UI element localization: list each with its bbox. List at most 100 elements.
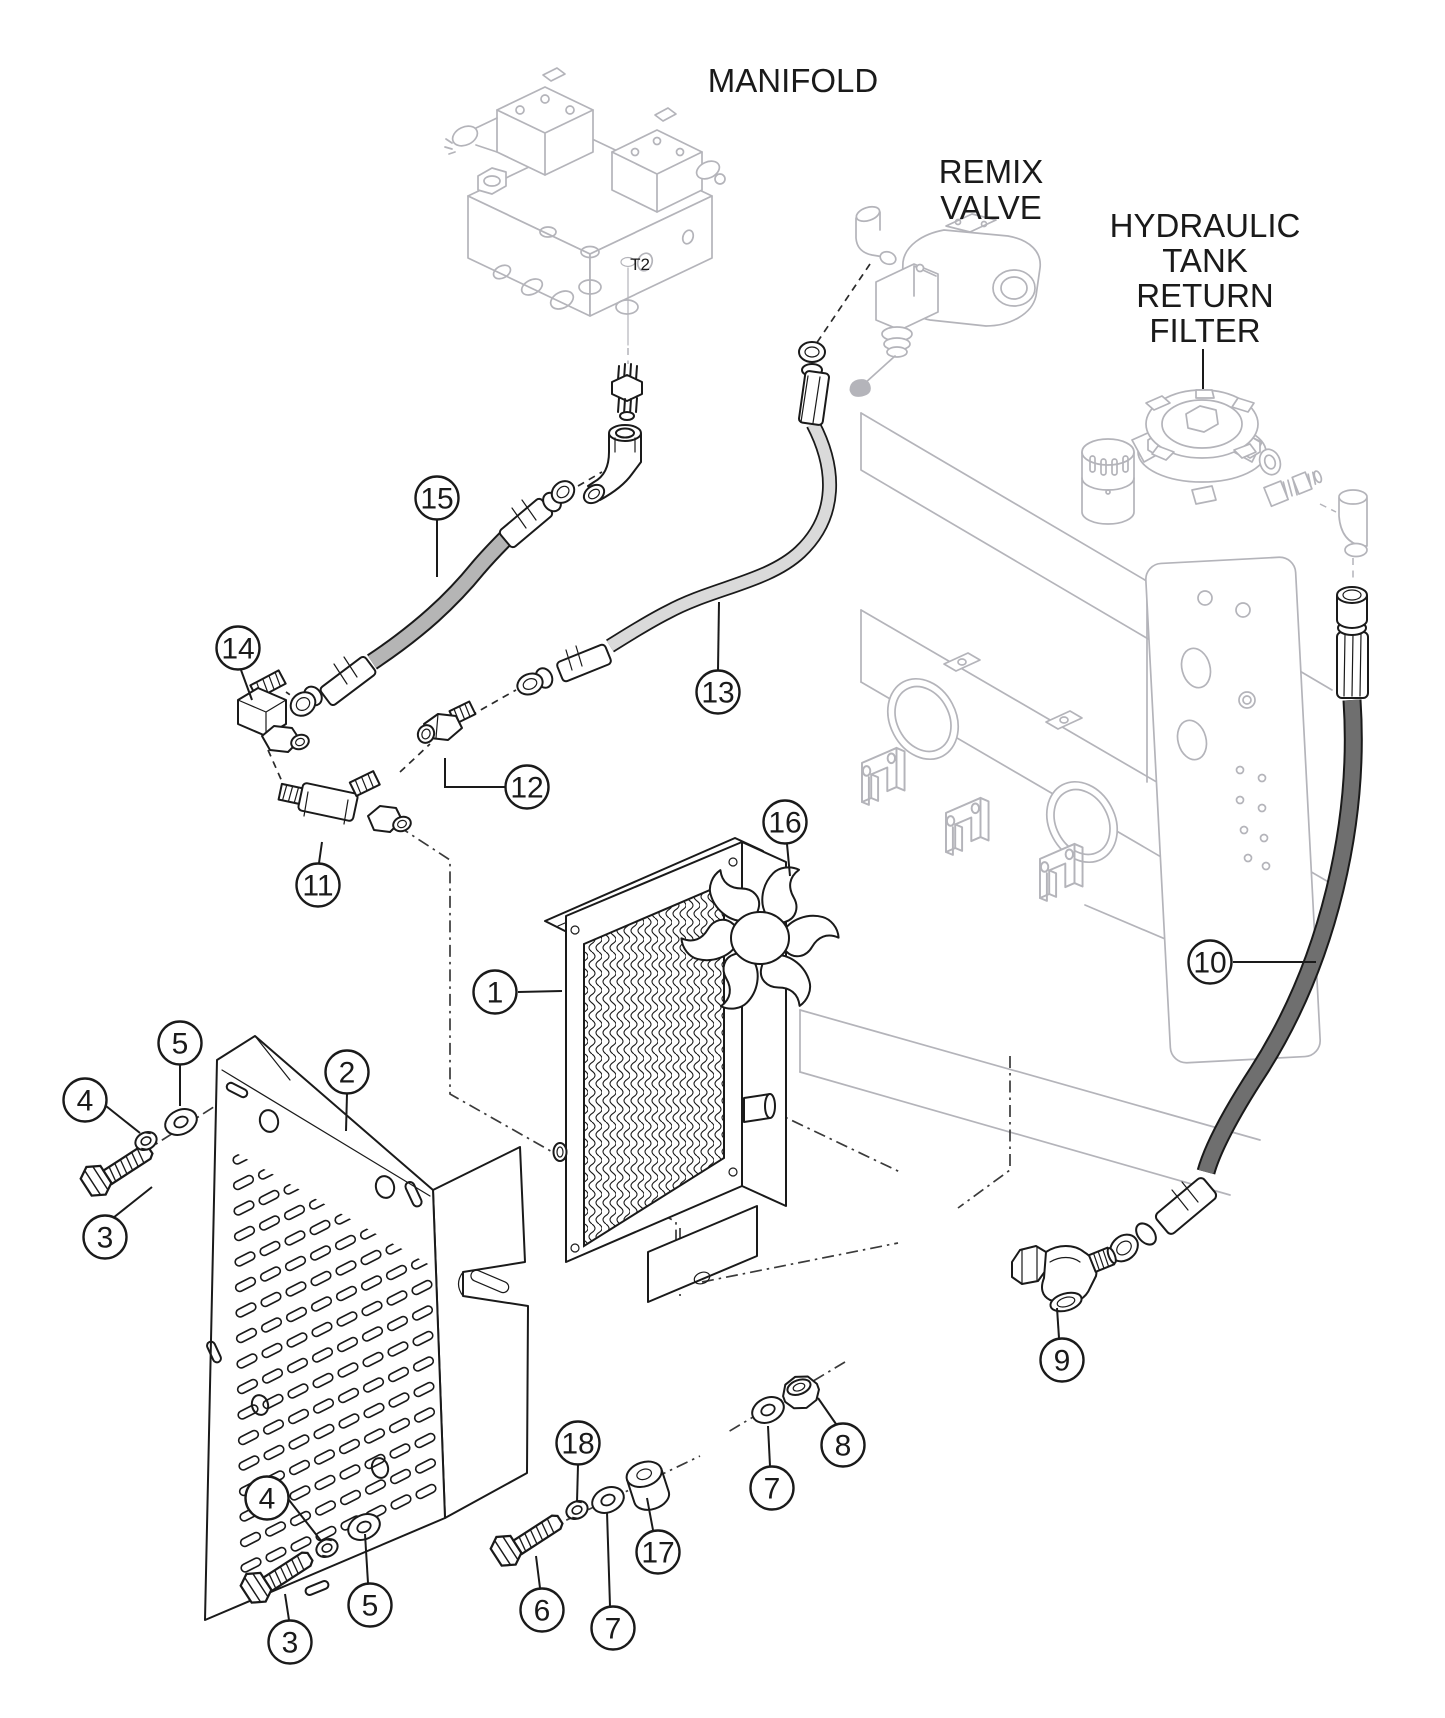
callout-number: 3 <box>97 1222 114 1255</box>
callout-10: 10 <box>1187 939 1316 985</box>
fasteners <box>75 1103 820 1610</box>
guard-vent-slot <box>413 1407 436 1423</box>
guard-vent-slot <box>314 1500 337 1516</box>
callout-circle <box>1039 1337 1085 1383</box>
callout-number: 5 <box>362 1590 379 1623</box>
guard-vent-slot <box>417 1585 439 1598</box>
manifold-elbow-fitting-drawing <box>582 424 642 505</box>
callout-circle <box>555 1420 601 1466</box>
callout-number: 16 <box>768 807 801 840</box>
washer-7-right <box>746 1391 790 1429</box>
callout-number: 2 <box>339 1057 356 1090</box>
guard-vent-slot <box>259 1266 282 1282</box>
callout-15: 15 <box>414 475 460 577</box>
guard-vent-slot <box>312 1398 335 1414</box>
callout-7: 7 <box>590 1511 636 1651</box>
guard-vent-slot <box>361 1326 384 1342</box>
nipple-fitting-drawing <box>611 363 643 421</box>
guard-vent-slot <box>311 1321 333 1338</box>
label-port-t2: T2 <box>630 255 650 274</box>
callout-circle <box>635 1529 681 1575</box>
guard-vent-slot <box>266 1597 288 1598</box>
guard-vent-slot <box>363 1428 386 1444</box>
guard-vent-slot <box>411 1305 434 1321</box>
guard-vent-slot <box>259 1240 281 1257</box>
guard-vent-slot <box>265 1546 287 1563</box>
guard-vent-slot <box>367 1632 389 1649</box>
guard-vent-slot <box>310 1296 333 1312</box>
guard-vent-slot <box>337 1362 359 1378</box>
callout-9: 9 <box>1039 1307 1085 1383</box>
hose-15-drawing <box>289 480 576 717</box>
guard-vent-slot <box>314 1474 336 1491</box>
machine-frame-reference-drawing <box>799 412 1333 1196</box>
elbow-fitting-9-drawing <box>1011 1245 1117 1313</box>
guard-vent-slot <box>418 1636 440 1653</box>
guard-vent-slot <box>416 1534 438 1551</box>
guard-vent-slot <box>417 1611 439 1628</box>
label-manifold: MANIFOLD <box>708 62 879 99</box>
callout-circle <box>695 669 741 715</box>
callout-number: 15 <box>420 483 453 516</box>
callout-leader-line <box>817 1397 837 1425</box>
callout-leader-line <box>1056 1307 1060 1339</box>
guard-vent-slot <box>388 1417 411 1434</box>
guard-vent-slot <box>283 1204 306 1221</box>
guard-vent-slot <box>288 1459 311 1476</box>
callout-leader-line <box>105 1105 141 1134</box>
callout-number: 13 <box>701 677 734 710</box>
callout-circle <box>590 1605 636 1651</box>
hose-13-drawing <box>516 341 838 696</box>
callout-circle <box>347 1582 393 1628</box>
guard-vent-slot <box>234 1276 257 1293</box>
callout-circle <box>820 1422 866 1468</box>
guard-vent-slot <box>316 1576 338 1593</box>
callout-circle <box>82 1214 128 1260</box>
frame-clamp-tab <box>943 652 1083 730</box>
callout-leader-line <box>112 1186 153 1219</box>
guard-vent-slot <box>362 1351 384 1368</box>
callout-circle <box>472 969 518 1015</box>
callout-18: 18 <box>555 1420 601 1503</box>
callout-circle <box>62 1077 108 1123</box>
callout-4: 4 <box>244 1475 323 1543</box>
callout-3: 3 <box>267 1593 313 1665</box>
guard-vent-slot <box>317 1627 339 1644</box>
callout-number: 1 <box>487 977 504 1010</box>
guard-vent-slot <box>363 1402 385 1419</box>
callout-leader-line <box>240 669 253 701</box>
callout-7: 7 <box>749 1425 795 1511</box>
callout-leader-line <box>646 1497 654 1531</box>
callout-11: 11 <box>295 841 341 908</box>
frame-side-panel <box>1144 556 1322 1064</box>
guard-vent-slot <box>339 1464 361 1480</box>
guard-vent-slot <box>389 1443 411 1459</box>
guard-vent-slot <box>387 1341 409 1357</box>
callout-leader-line <box>284 1593 290 1621</box>
callout-2: 2 <box>324 1049 370 1132</box>
callout-number: 8 <box>835 1430 852 1463</box>
callout-circle <box>504 764 550 810</box>
callout-number: 12 <box>510 772 543 805</box>
guard-vent-slot <box>285 1306 308 1323</box>
guard-vent-slot <box>391 1570 414 1587</box>
hydraulic-tank-return-filter-drawing <box>1081 389 1368 582</box>
callout-leader-line <box>786 843 791 877</box>
callout-number: 17 <box>641 1537 674 1570</box>
guard-vent-slot <box>285 1281 307 1297</box>
guard-vent-slot <box>390 1494 412 1510</box>
callout-circle <box>244 1475 290 1521</box>
guard-vent-slot <box>337 1387 360 1404</box>
guard-vent-slot <box>389 1468 412 1485</box>
guard-vent-slot <box>284 1230 306 1246</box>
fan-drawing <box>680 866 840 1010</box>
tee-fitting-11-drawing <box>277 770 412 833</box>
filter-adapter-fitting <box>1263 470 1323 508</box>
callout-8: 8 <box>817 1397 866 1468</box>
guard-vent-slot <box>286 1357 309 1374</box>
guard-vent-slot <box>338 1438 361 1455</box>
guard-vent-slot <box>418 1662 440 1679</box>
